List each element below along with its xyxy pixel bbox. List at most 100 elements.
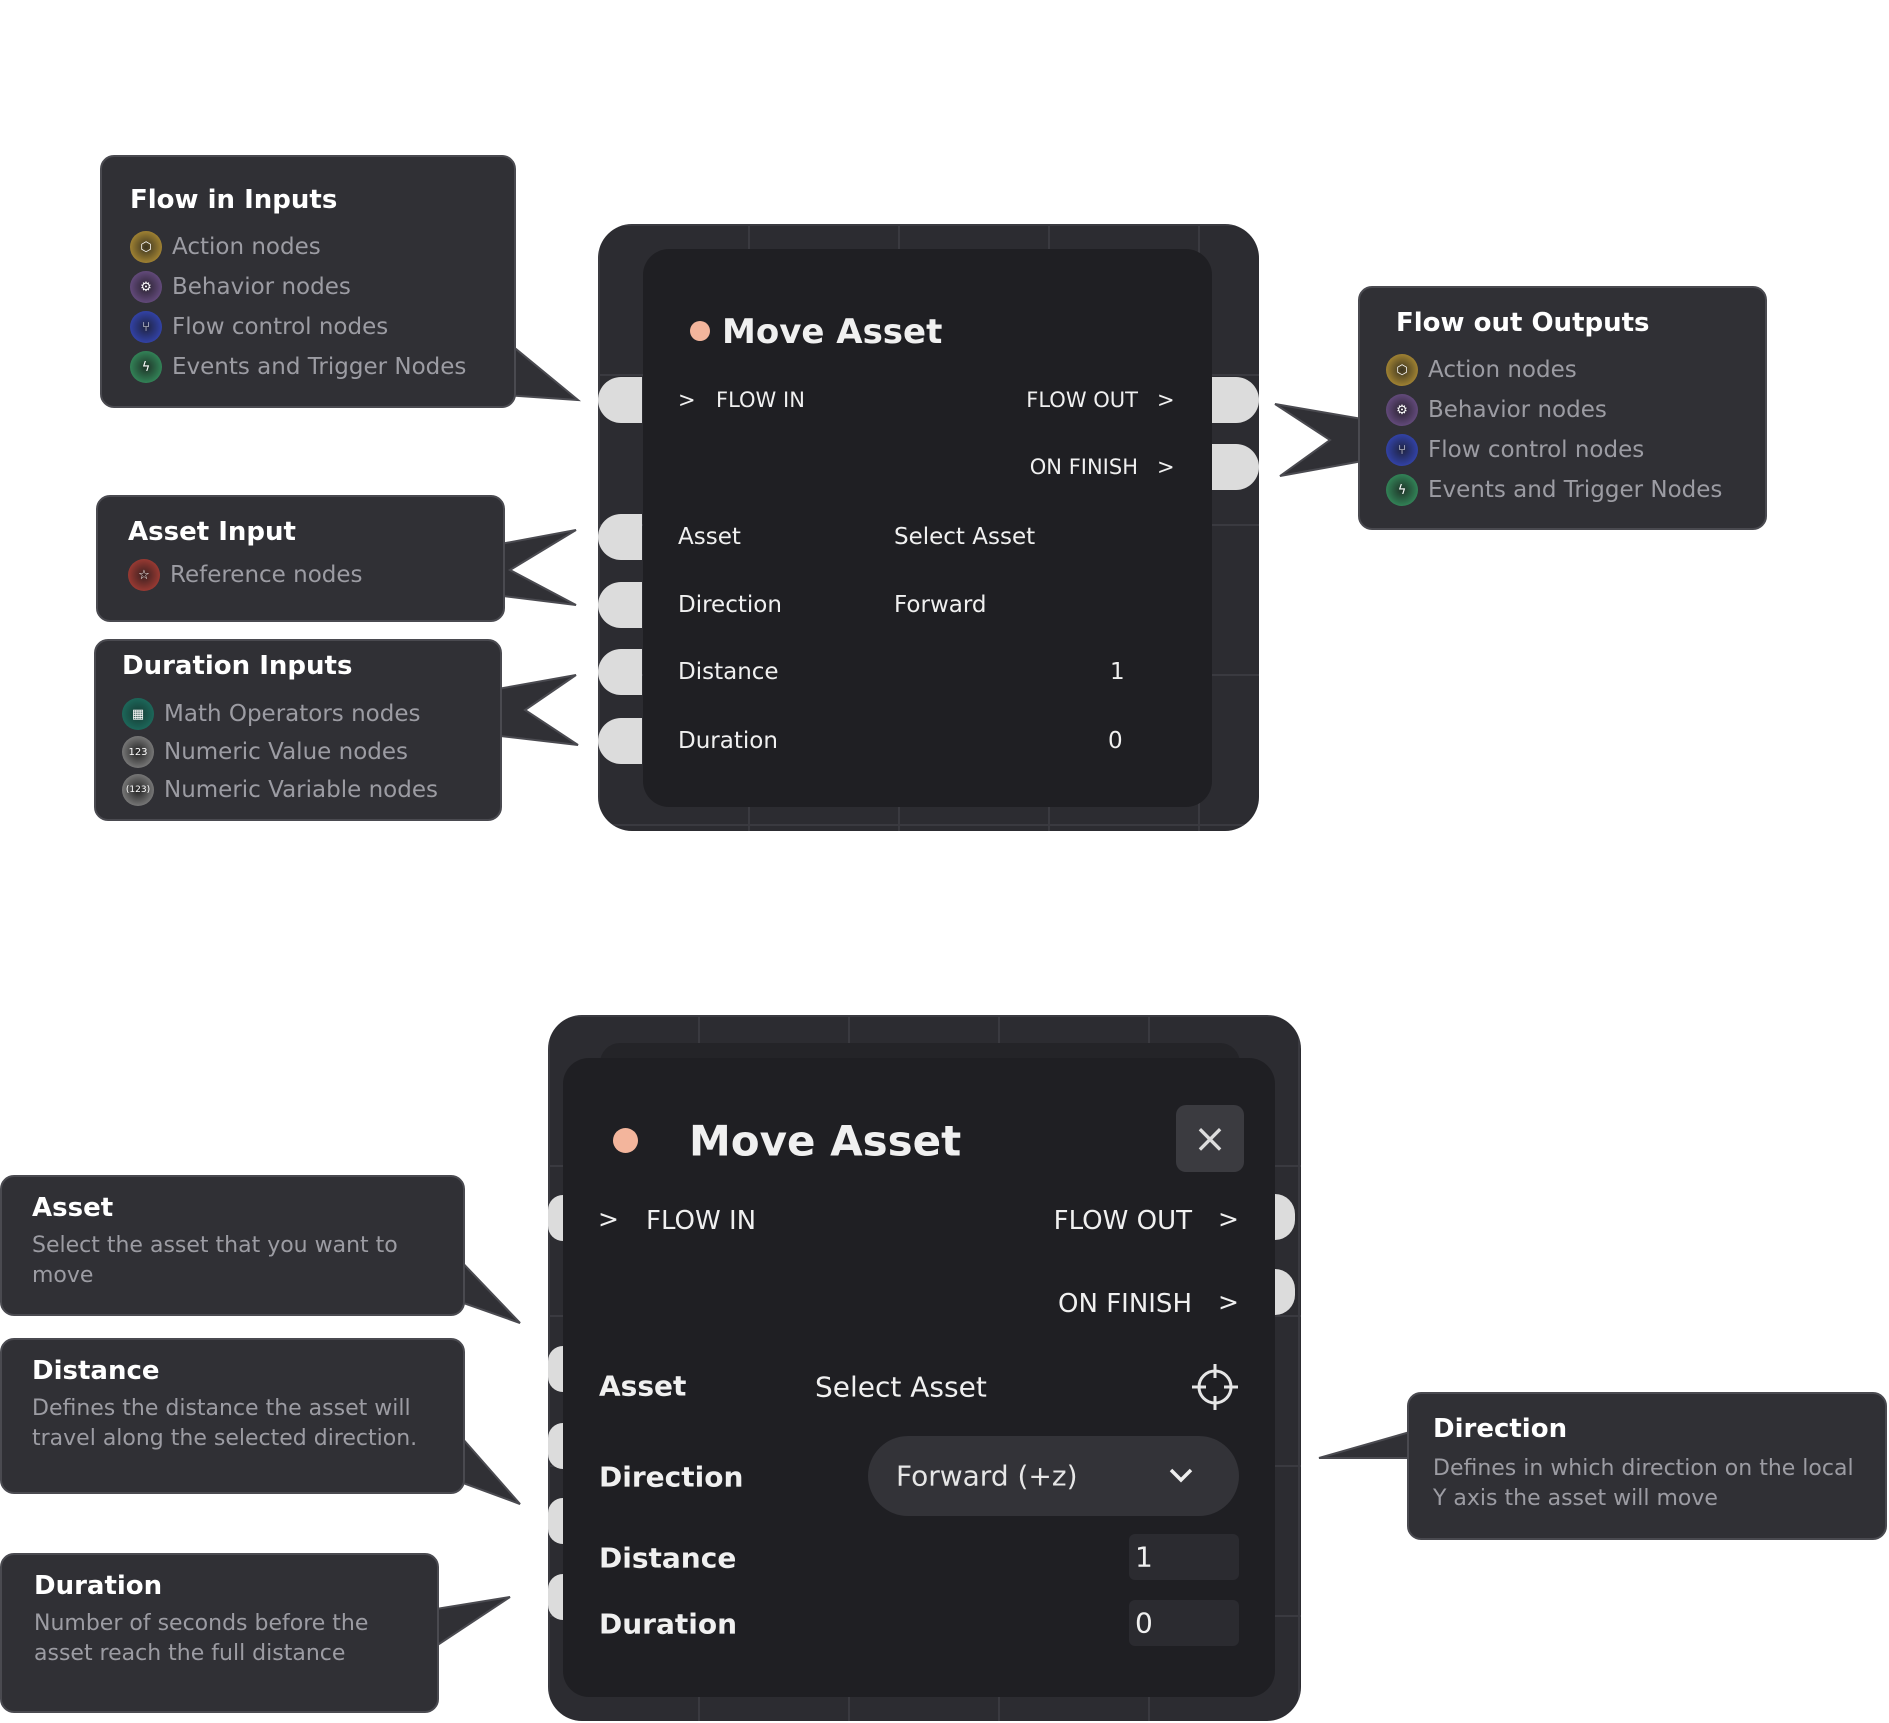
list-item: (123) Numeric Variable nodes xyxy=(122,774,438,806)
distance-label: Distance xyxy=(678,659,779,685)
callout-distance: Distance Defines the distance the asset … xyxy=(0,1338,465,1494)
duration-input[interactable]: 0 xyxy=(1129,1600,1239,1646)
duration-label: Duration xyxy=(678,728,778,754)
callout-title: Direction xyxy=(1433,1414,1568,1444)
item-label: Flow control nodes xyxy=(1428,437,1645,463)
direction-label: Direction xyxy=(678,592,782,618)
distance-input[interactable]: 1 xyxy=(1129,1534,1239,1580)
asset-port[interactable] xyxy=(598,514,642,560)
node-body xyxy=(643,249,1212,807)
flow-in-port[interactable] xyxy=(548,1195,563,1241)
asset-label: Asset xyxy=(678,524,741,550)
math-operators-node-icon: ▦ xyxy=(122,698,154,730)
status-dot xyxy=(690,321,710,341)
on-finish-port[interactable] xyxy=(1212,444,1259,490)
direction-dropdown[interactable]: Forward (+z) xyxy=(868,1436,1239,1516)
list-item: ⑂ Flow control nodes xyxy=(130,311,388,343)
pointer-flow-out xyxy=(1274,403,1369,477)
callout-body: Number of seconds before the asset reach… xyxy=(34,1611,369,1666)
node-title: Move Asset xyxy=(689,1116,962,1166)
asset-port[interactable] xyxy=(548,1346,563,1392)
action-node-icon: ⬡ xyxy=(1386,354,1418,386)
pointer-bottom-duration xyxy=(429,1596,511,1652)
distance-value[interactable]: 1 xyxy=(1110,659,1125,685)
distance-value: 1 xyxy=(1135,1540,1153,1574)
distance-label: Distance xyxy=(599,1541,737,1575)
callout-body: Select the asset that you want to move xyxy=(32,1233,398,1288)
direction-port[interactable] xyxy=(548,1423,563,1469)
behavior-node-icon: ⚙ xyxy=(1386,394,1418,426)
callout-title: Distance xyxy=(32,1356,160,1386)
callout-title: Asset Input xyxy=(128,517,296,547)
chevron-down-icon xyxy=(1169,1468,1193,1483)
flow-in-label: FLOW IN xyxy=(716,388,805,412)
asset-value[interactable]: Select Asset xyxy=(894,524,1036,550)
list-item: ☆Reference nodes xyxy=(128,559,363,591)
callout-body: Defines in which direction on the local … xyxy=(1433,1456,1854,1511)
chevron-right-icon: > xyxy=(1157,388,1175,412)
item-label: Numeric Variable nodes xyxy=(164,777,438,803)
pointer-duration-inputs xyxy=(491,674,579,746)
distance-port[interactable] xyxy=(548,1498,563,1544)
callout-title: Asset xyxy=(32,1193,114,1223)
callout-direction: Direction Defines in which direction on … xyxy=(1407,1392,1887,1540)
list-item: ⚙Behavior nodes xyxy=(130,271,351,303)
item-label: Action nodes xyxy=(172,234,321,260)
direction-selected-value: Forward (+z) xyxy=(896,1459,1078,1493)
pointer-asset-input xyxy=(494,529,577,606)
node-body xyxy=(563,1058,1275,1697)
list-item: ⬡ Action nodes xyxy=(130,231,321,263)
on-finish-label: ON FINISH xyxy=(1029,455,1138,479)
item-label: Events and Trigger Nodes xyxy=(1428,477,1723,503)
flow-out-port[interactable] xyxy=(1212,377,1259,423)
chevron-right-icon: > xyxy=(1218,1287,1239,1317)
callout-flow-out-outputs: Flow out Outputs ⬡Action nodes ⚙ Behavior… xyxy=(1358,286,1767,530)
callout-asset: Asset Select the asset that you want to … xyxy=(0,1175,465,1316)
pointer-bottom-direction xyxy=(1318,1428,1418,1459)
duration-port[interactable] xyxy=(548,1574,563,1620)
list-item: 123 Numeric Value nodes xyxy=(122,736,408,768)
duration-port[interactable] xyxy=(598,718,642,764)
asset-label: Asset xyxy=(599,1369,687,1403)
duration-value[interactable]: 0 xyxy=(1108,728,1123,754)
chevron-right-icon: > xyxy=(678,388,696,412)
item-label: Flow control nodes xyxy=(172,314,389,340)
asset-value[interactable]: Select Asset xyxy=(815,1370,987,1404)
close-icon: × xyxy=(1193,1115,1227,1162)
direction-port[interactable] xyxy=(598,582,642,628)
on-finish-label: ON FINISH xyxy=(1058,1289,1192,1319)
callout-asset-input: Asset Input ☆Reference nodes xyxy=(96,495,505,622)
callout-duration-inputs: Duration Inputs ▦Math Operators nodes 12… xyxy=(94,639,502,821)
distance-port[interactable] xyxy=(598,649,642,695)
duration-label: Duration xyxy=(599,1607,738,1641)
flow-out-port[interactable] xyxy=(1275,1194,1295,1240)
callout-title: Flow out Outputs xyxy=(1396,308,1650,338)
reference-node-icon: ☆ xyxy=(128,559,160,591)
list-item: ⬡Action nodes xyxy=(1386,354,1577,386)
item-label: Behavior nodes xyxy=(1428,397,1607,423)
callout-body: Defines the distance the asset will trav… xyxy=(32,1396,418,1451)
status-dot xyxy=(613,1128,638,1153)
callout-flow-in-inputs: Flow in Inputs ⬡ Action nodes ⚙Behavior n… xyxy=(100,155,516,408)
list-item: ⚙ Behavior nodes xyxy=(1386,394,1607,426)
numeric-value-node-icon: 123 xyxy=(122,736,154,768)
chevron-right-icon: > xyxy=(598,1204,619,1234)
crosshair-icon[interactable] xyxy=(1190,1362,1240,1412)
flow-out-label: FLOW OUT xyxy=(1053,1206,1192,1236)
action-node-icon: ⬡ xyxy=(130,231,162,263)
flow-control-node-icon: ⑂ xyxy=(130,311,162,343)
item-label: Numeric Value nodes xyxy=(164,739,408,765)
direction-label: Direction xyxy=(599,1460,744,1494)
node-title: Move Asset xyxy=(722,312,943,352)
item-label: Events and Trigger Nodes xyxy=(172,354,467,380)
callout-title: Flow in Inputs xyxy=(130,185,338,215)
direction-value[interactable]: Forward xyxy=(894,592,987,618)
list-item: ⑂Flow control nodes xyxy=(1386,434,1644,466)
on-finish-port[interactable] xyxy=(1275,1269,1295,1315)
flow-in-port[interactable] xyxy=(598,377,642,423)
callout-title: Duration Inputs xyxy=(122,651,353,681)
close-button[interactable]: × xyxy=(1176,1105,1244,1172)
numeric-variable-node-icon: (123) xyxy=(122,774,154,806)
